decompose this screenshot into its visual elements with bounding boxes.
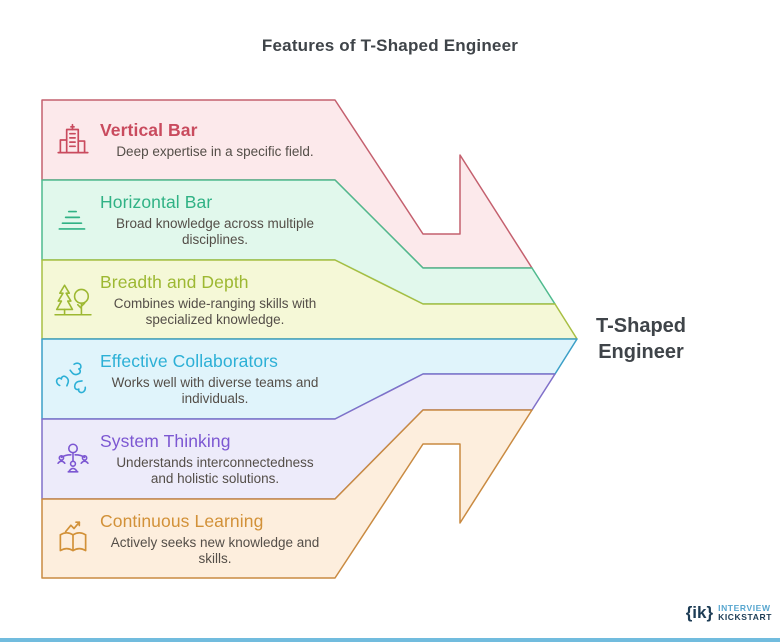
band-description: Works well with diverse teams and indivi… (111, 374, 319, 406)
band-heading: Effective Collaborators (100, 350, 279, 371)
band-heading: Vertical Bar (100, 119, 198, 140)
trees-icon (54, 283, 92, 316)
interview-kickstart-logo: {ik} INTERVIEW KICKSTART (686, 603, 772, 623)
org-hierarchy-icon (57, 442, 89, 473)
band-description: Broad knowledge across multiple discipli… (115, 215, 315, 247)
band-description: Deep expertise in a specific field. (116, 143, 314, 159)
band-horizontal-bar: Horizontal Bar Broad knowledge across mu… (52, 180, 342, 259)
band-description: Combines wide-ranging skills with specia… (113, 295, 317, 327)
band-description: Understands interconnectedness and holis… (116, 454, 314, 486)
band-description: Actively seeks new knowledge and skills. (110, 534, 320, 566)
collaboration-hands-icon (55, 361, 87, 393)
band-heading: Horizontal Bar (100, 191, 213, 212)
band-vertical-bar: Vertical Bar Deep expertise in a specifi… (52, 100, 342, 179)
horizontal-lines-icon (58, 210, 86, 230)
buildings-icon (57, 123, 89, 153)
band-heading: Continuous Learning (100, 510, 264, 531)
band-heading: Breadth and Depth (100, 271, 249, 292)
open-book-arrow-icon (59, 520, 87, 551)
ik-braces-logo: {ik} (685, 603, 714, 622)
band-continuous-learning: Continuous Learning Actively seeks new k… (52, 499, 342, 578)
t-shaped-engineer-label: T-Shaped Engineer (588, 313, 694, 366)
band-effective-collaborators: Effective Collaborators Works well with … (52, 339, 342, 418)
band-shape-continuous-learning (41, 409, 533, 579)
band-heading: System Thinking (100, 430, 231, 451)
band-breadth-depth: Breadth and Depth Combines wide-ranging … (52, 260, 342, 339)
logo-text-interview: INTERVIEW (718, 602, 771, 613)
band-system-thinking: System Thinking Understands interconnect… (52, 419, 342, 498)
page-title: Features of T-Shaped Engineer (261, 36, 519, 55)
t-shaped-label-line2: Engineer (598, 341, 684, 364)
logo-text-kickstart: KICKSTART (718, 612, 772, 622)
footer-accent-bar (0, 638, 780, 642)
t-shaped-label-line1: T-Shaped (595, 315, 686, 337)
